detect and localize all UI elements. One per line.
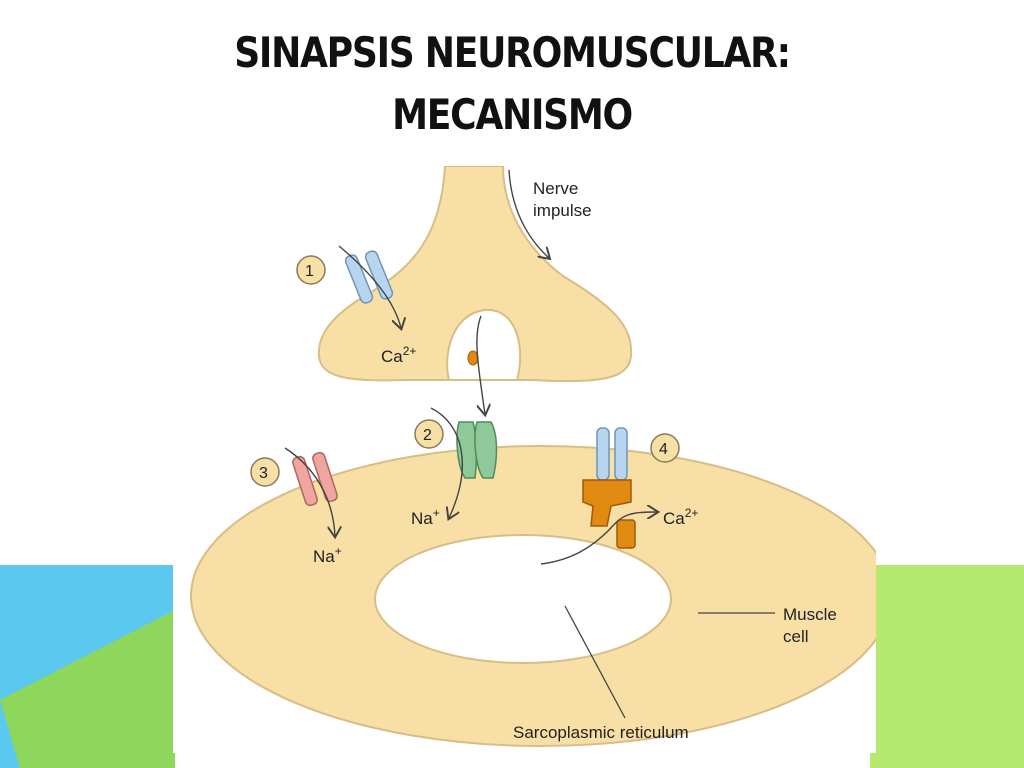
step-3-label: 3 — [259, 465, 268, 482]
sarcoplasmic-reticulum-label: Sarcoplasmic reticulum — [513, 723, 689, 742]
title-line-2: MECANISMO — [392, 90, 633, 139]
sodium-influx-arrow-receptor — [430, 407, 463, 518]
muscle-cell-label-1: Muscle — [783, 605, 837, 624]
ca-presynaptic-label: Ca2+ — [381, 344, 416, 366]
sodium-channel — [292, 451, 338, 507]
acetylcholine-vesicle — [467, 350, 479, 366]
nerve-impulse-label-1: Nerve — [533, 179, 578, 198]
green-corner-shape-left — [0, 610, 175, 768]
na-step3-label: Na+ — [313, 544, 342, 566]
green-corner-shape-right — [870, 565, 1024, 768]
step-2-badge — [414, 419, 444, 449]
vesicle-release-arrow — [476, 315, 485, 414]
step-2-label: 2 — [423, 427, 432, 444]
nerve-impulse-label-2: impulse — [533, 201, 592, 220]
step-1-badge — [296, 255, 326, 285]
calcium-release-arrow — [540, 512, 657, 565]
ryanodine-receptor — [582, 479, 636, 549]
sodium-influx-arrow-channel — [284, 447, 335, 536]
ca-step4-label: Ca2+ — [663, 506, 698, 528]
slide-title: SINAPSIS NEUROMUSCULAR: MECANISMO — [72, 22, 953, 146]
sarcoplasmic-reticulum — [374, 534, 672, 664]
step-1-label: 1 — [305, 263, 314, 280]
vesicle-pocket — [446, 308, 522, 381]
nerve-impulse-arrow — [508, 169, 549, 258]
step-4-badge — [650, 433, 680, 463]
na-step2-label: Na+ — [411, 506, 440, 528]
step-4-label: 4 — [659, 441, 668, 458]
sarcoplasmic-reticulum-leader-line — [564, 605, 626, 719]
voltage-sensor-channel — [596, 427, 628, 481]
step-3-badge — [250, 457, 280, 487]
neuromuscular-diagram: Nerve impulse Ca2+ 1 Na+ 2 Na+ 3 — [190, 166, 876, 747]
calcium-influx-arrow — [338, 245, 401, 328]
muscle-cell-label-2: cell — [783, 627, 809, 646]
title-line-1: SINAPSIS NEUROMUSCULAR: — [234, 28, 791, 77]
figure-panel: Nerve impulse Ca2+ 1 Na+ 2 Na+ 3 — [173, 166, 876, 753]
